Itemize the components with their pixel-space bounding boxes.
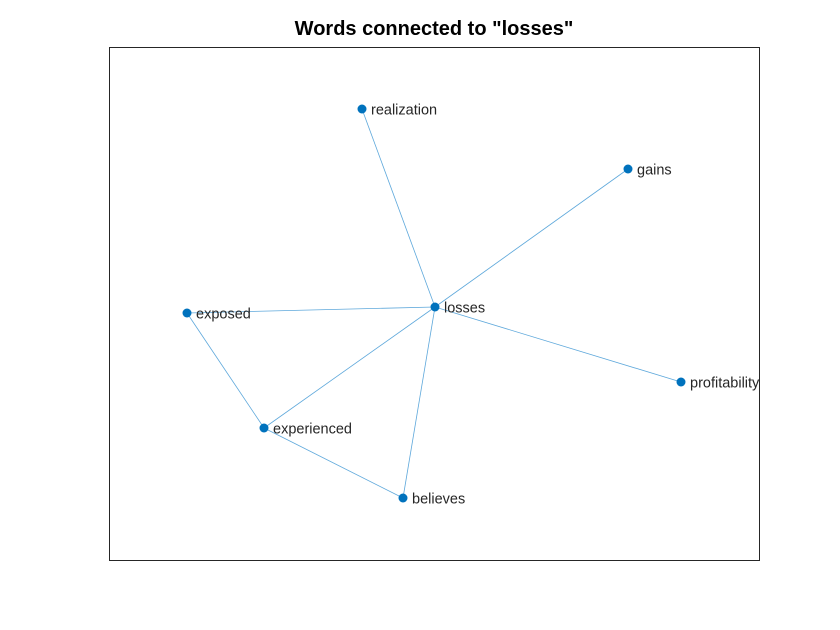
node-exposed [182, 308, 192, 318]
node-gains [623, 164, 633, 174]
edge-losses-profitability [434, 306, 682, 383]
edges [186, 108, 682, 499]
edge-experienced-believes [263, 427, 404, 499]
edge-losses-believes [402, 306, 436, 499]
edge-losses-experienced [263, 306, 436, 429]
node-profitability [676, 377, 686, 387]
node-label-profitability: profitability [690, 376, 760, 392]
node-label-believes: believes [412, 492, 465, 508]
edge-losses-exposed [186, 306, 436, 314]
node-losses [430, 302, 440, 312]
nodes: losses realization gains exposed profitabili… [182, 103, 760, 508]
edge-losses-gains [434, 168, 629, 308]
node-label-exposed: exposed [196, 307, 251, 323]
node-realization [357, 104, 367, 114]
node-experienced [259, 423, 269, 433]
node-label-losses: losses [444, 301, 485, 317]
node-label-gains: gains [637, 163, 672, 179]
plot-title: Words connected to "losses" [294, 18, 574, 40]
edge-losses-realization [361, 108, 436, 308]
node-believes [398, 493, 408, 503]
node-label-realization: realization [371, 103, 437, 119]
edge-exposed-experienced [186, 312, 265, 429]
node-label-experienced: experienced [273, 422, 352, 438]
